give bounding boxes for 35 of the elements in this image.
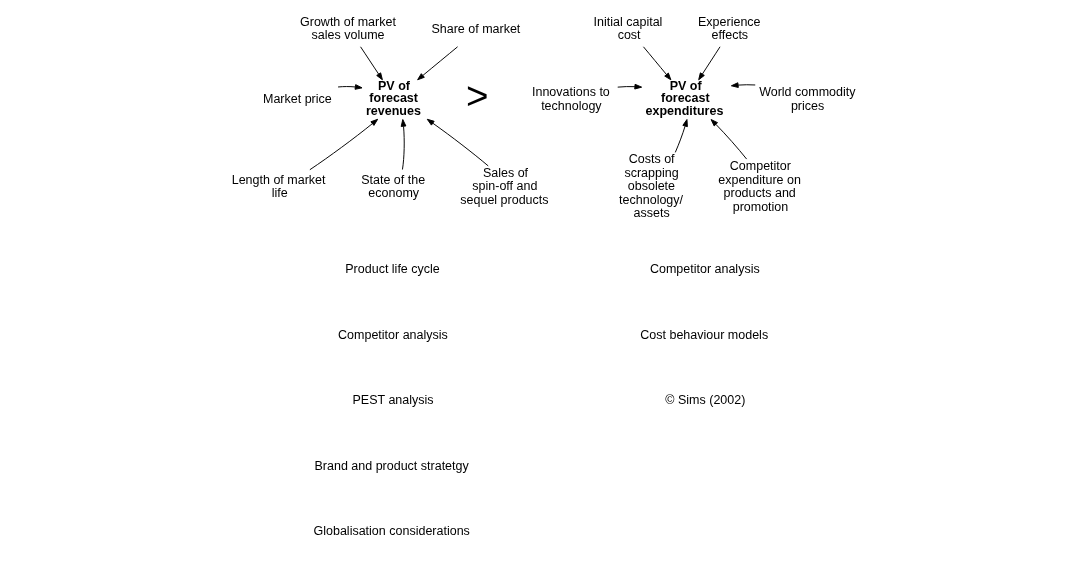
arrow bbox=[710, 119, 748, 160]
label: PEST analysis bbox=[352, 393, 434, 408]
node-text: Competitor expenditure on products and promotion bbox=[718, 159, 801, 214]
arrow bbox=[617, 83, 643, 90]
arrow bbox=[730, 82, 756, 88]
node-text: World commodity prices bbox=[759, 85, 856, 113]
node-text: Experience effects bbox=[698, 14, 761, 43]
node-text: PV of forecast revenues bbox=[365, 78, 421, 118]
arrow bbox=[400, 119, 407, 170]
arrow bbox=[309, 118, 379, 171]
node-text: Growth of market sales volume bbox=[300, 14, 396, 43]
node-text: Sales of spin-off and sequel products bbox=[460, 165, 549, 207]
label: © Sims (2002) bbox=[665, 393, 746, 408]
arrow bbox=[337, 84, 363, 90]
label: Brand and product stratetgy bbox=[314, 458, 469, 473]
arrow bbox=[426, 118, 489, 167]
node-text: Initial capital cost bbox=[593, 14, 663, 43]
arrow bbox=[698, 46, 721, 81]
label: Globalisation considerations bbox=[313, 523, 470, 538]
label: Cost behaviour models bbox=[640, 327, 769, 342]
label: Competitor analysis bbox=[338, 327, 448, 342]
label: Competitor analysis bbox=[649, 262, 760, 277]
arrow bbox=[674, 119, 688, 153]
node-text: Share of market bbox=[431, 21, 521, 36]
node-text: Innovations to technology bbox=[532, 85, 610, 113]
node-text: State of the economy bbox=[361, 172, 426, 201]
arrow bbox=[642, 46, 672, 81]
arrow bbox=[417, 46, 459, 81]
arrow bbox=[360, 46, 383, 81]
label: Product life cycle bbox=[345, 262, 440, 277]
node-text: Length of market life bbox=[231, 172, 326, 201]
label: > bbox=[466, 74, 489, 118]
node-text: Market price bbox=[262, 91, 332, 106]
node-text: PV of forecast expenditures bbox=[645, 78, 724, 118]
node-text: Costs of scrapping obsolete technology/ assets bbox=[619, 152, 684, 221]
